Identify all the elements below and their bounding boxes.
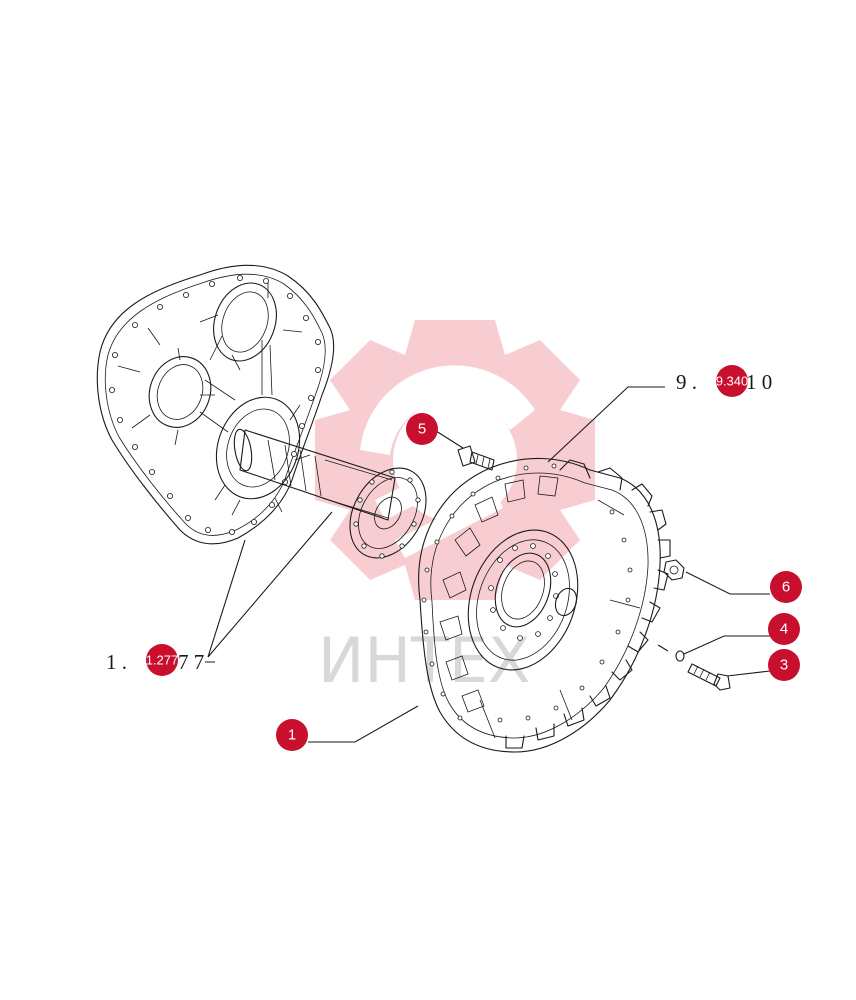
washer-part-4 <box>675 650 685 662</box>
callout-1-label: 1 <box>288 727 296 744</box>
splined-shaft <box>233 428 396 521</box>
reference-left-badge-label: 1.277 <box>146 653 179 668</box>
leader-ref-left <box>205 511 333 663</box>
reference-left-badge[interactable]: 1.277 <box>146 644 179 676</box>
nut-part-6 <box>663 559 685 581</box>
reference-left: 1 . 7 7 1.277 <box>106 644 204 676</box>
callout-5-label: 5 <box>418 421 426 438</box>
callout-1[interactable]: 1 <box>276 719 308 751</box>
rim-bolt-holes <box>421 463 633 723</box>
leader-1 <box>308 705 419 743</box>
reference-top: 9 . 1 0 9.340 <box>676 365 772 397</box>
callout-4-label: 4 <box>780 621 788 638</box>
callout-3-label: 3 <box>780 657 788 674</box>
sprocket-hub <box>418 457 671 753</box>
bolt-part-3 <box>687 663 731 691</box>
leader-5 <box>435 430 464 449</box>
leader-6 <box>685 571 770 595</box>
housing-bolt-holes <box>109 274 321 536</box>
reference-top-prefix: 9 . <box>676 370 697 394</box>
callout-5[interactable]: 5 <box>406 413 438 445</box>
reference-left-prefix: 1 . <box>106 650 127 674</box>
bolt-part-5 <box>457 445 495 471</box>
reference-top-badge[interactable]: 9.340 <box>716 365 749 397</box>
watermark-text: ИНТЕХ <box>318 624 531 697</box>
reference-top-suffix: 1 0 <box>746 370 772 394</box>
reference-top-badge-label: 9.340 <box>716 374 749 389</box>
reference-left-suffix: 7 7 <box>178 650 204 674</box>
flange-disc <box>349 467 427 559</box>
callout-3[interactable]: 3 <box>768 649 800 681</box>
gear-housing <box>96 264 335 545</box>
leader-4 <box>683 635 770 655</box>
callout-6[interactable]: 6 <box>770 571 802 603</box>
leader-lines <box>205 386 771 743</box>
leader-stub-washer <box>657 644 669 652</box>
callout-6-label: 6 <box>782 579 790 596</box>
housing-bores <box>148 282 301 500</box>
leader-3 <box>726 670 771 677</box>
hub-pockets <box>439 475 559 713</box>
housing-ribs <box>117 283 311 516</box>
gear-logo-icon <box>315 320 595 600</box>
callout-4[interactable]: 4 <box>768 613 800 645</box>
leader-ref-top <box>547 386 665 463</box>
hub-bolt-holes <box>488 543 559 641</box>
